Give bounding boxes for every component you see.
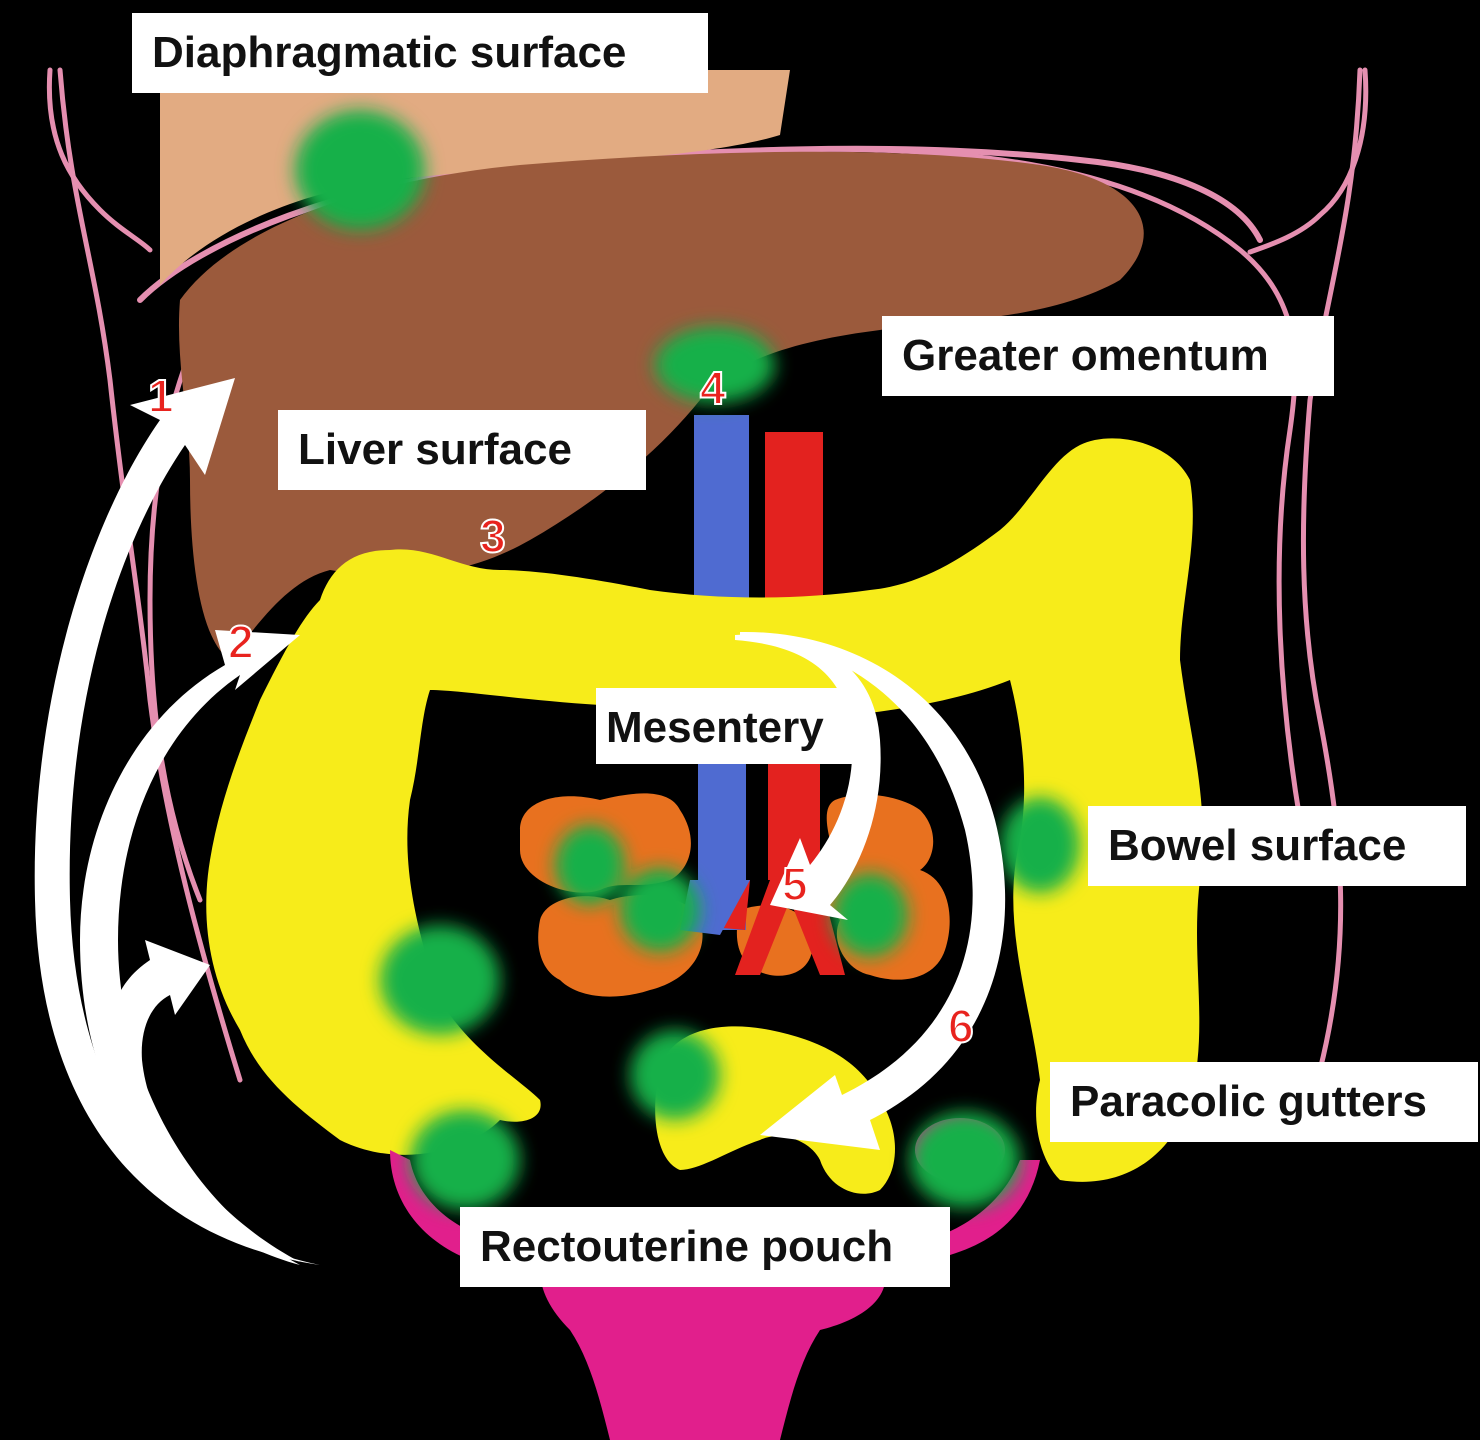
label-mesentery: Mesentery: [596, 688, 864, 764]
aorta-upper: [765, 432, 823, 612]
route-number-3: 3: [480, 510, 506, 562]
lesion-bowel-right: [1000, 797, 1080, 893]
label-diaphragmatic-surface: Diaphragmatic surface: [132, 13, 708, 93]
lesion-pelvis-center: [630, 1030, 720, 1120]
label-paracolic-gutters: Paracolic gutters: [1050, 1062, 1478, 1142]
label-liver-surface: Liver surface: [278, 410, 646, 490]
label-rectouterine-pouch: Rectouterine pouch: [460, 1207, 950, 1287]
route-number-5: 5: [782, 858, 808, 910]
lesion-mesentery-2: [620, 868, 700, 952]
route-number-2: 2: [228, 616, 254, 668]
lesion-pouch-left: [410, 1110, 520, 1210]
label-greater-omentum: Greater omentum: [882, 316, 1334, 396]
route-number-6: 6: [948, 1000, 974, 1052]
lesion-colon-left: [380, 925, 500, 1035]
lesion-pouch-right: [910, 1112, 1020, 1208]
label-bowel-surface: Bowel surface: [1088, 806, 1466, 886]
lesion-diaphragm: [295, 110, 425, 230]
route-number-1: 1: [148, 370, 174, 422]
route-number-4: 4: [700, 362, 726, 414]
lesion-mesentery-1: [555, 825, 625, 905]
vena-cava-upper: [694, 415, 749, 615]
